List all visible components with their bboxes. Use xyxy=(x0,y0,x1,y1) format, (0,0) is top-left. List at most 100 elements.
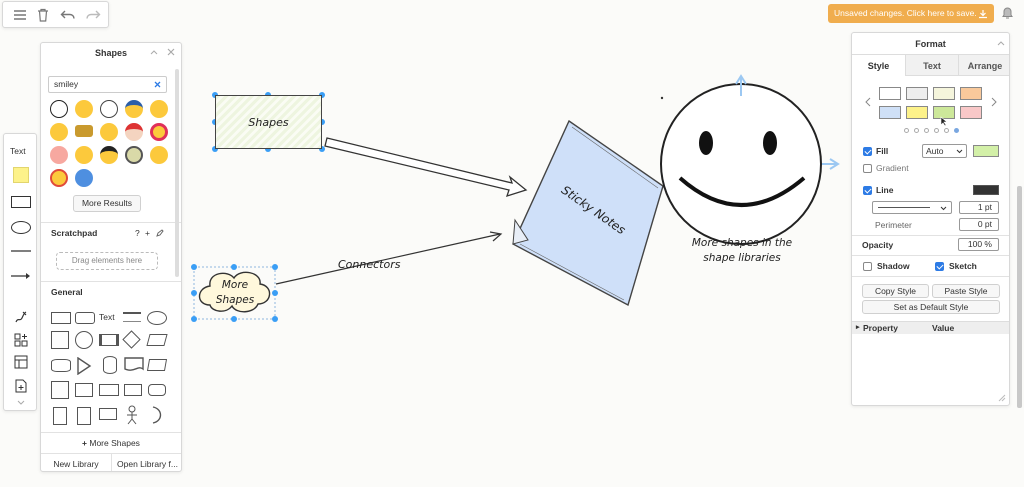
arrow-tool[interactable] xyxy=(10,272,32,280)
redo-icon[interactable] xyxy=(85,9,101,21)
opacity-input[interactable]: 100 % xyxy=(958,238,999,251)
perimeter-input[interactable]: 0 pt xyxy=(959,218,999,231)
internal-storage-shape[interactable] xyxy=(51,381,69,399)
cube-shape[interactable] xyxy=(75,383,93,397)
edit-icon[interactable] xyxy=(156,229,164,237)
collapse-icon[interactable] xyxy=(997,40,1005,46)
nerd-smiley-icon[interactable] xyxy=(125,146,143,164)
smiley-icon[interactable] xyxy=(150,146,168,164)
search-input[interactable]: smiley xyxy=(48,76,167,93)
tab-style[interactable]: Style xyxy=(852,54,906,76)
scratchpad-header[interactable]: Scratchpad ? + xyxy=(41,222,181,242)
scratchpad-add[interactable]: + xyxy=(145,228,150,238)
fill-select[interactable]: Auto xyxy=(922,144,967,158)
swatch-pink[interactable] xyxy=(960,106,982,119)
ellipse-shape[interactable] xyxy=(147,311,167,325)
party-icon[interactable] xyxy=(75,125,93,137)
rounded-rectangle-shape[interactable] xyxy=(75,312,95,324)
tab-text[interactable]: Text xyxy=(906,54,959,76)
rectangle-tool[interactable] xyxy=(11,196,31,208)
insert-page-icon[interactable] xyxy=(15,379,27,393)
resize-grip-icon[interactable] xyxy=(998,394,1006,402)
bell-icon[interactable] xyxy=(1002,7,1013,20)
process-shape[interactable] xyxy=(99,334,119,346)
sticky-note[interactable] xyxy=(512,119,664,307)
trash-icon[interactable] xyxy=(37,8,49,22)
add-shapes-icon[interactable] xyxy=(14,333,28,347)
connector-arrow[interactable] xyxy=(275,231,503,285)
swatch-gray[interactable] xyxy=(906,87,928,100)
card-shape[interactable] xyxy=(77,407,91,425)
fill-checkbox[interactable] xyxy=(863,147,872,156)
or-shape[interactable] xyxy=(150,406,164,424)
smiley-icon[interactable] xyxy=(75,146,93,164)
freehand-icon[interactable] xyxy=(14,310,28,324)
heart-eyes-icon[interactable] xyxy=(150,123,168,141)
chevron-right-icon[interactable] xyxy=(991,97,997,107)
card-shape[interactable] xyxy=(124,384,142,396)
collapse-icon[interactable] xyxy=(150,49,158,55)
block-arrow[interactable] xyxy=(324,137,528,198)
line-tool[interactable] xyxy=(10,247,32,255)
smiley-icon[interactable] xyxy=(50,100,68,118)
table-icon[interactable] xyxy=(14,355,28,369)
document-shape[interactable] xyxy=(124,357,144,373)
smiley-icon[interactable] xyxy=(100,100,118,118)
callout-shape[interactable] xyxy=(99,408,117,420)
menu-icon[interactable] xyxy=(13,9,27,21)
smiley-icon[interactable] xyxy=(75,100,93,118)
set-default-style-button[interactable]: Set as Default Style xyxy=(862,300,1000,314)
selection-arrows[interactable] xyxy=(735,74,840,170)
line-checkbox[interactable] xyxy=(863,186,872,195)
triangle-shape[interactable] xyxy=(76,357,92,375)
tab-arrange[interactable]: Arrange xyxy=(959,54,1009,76)
expand-icon[interactable]: ▸ xyxy=(856,324,860,331)
chevron-down-icon[interactable] xyxy=(17,400,25,406)
swatch-beige[interactable] xyxy=(933,87,955,100)
cool-smiley-icon[interactable] xyxy=(100,146,118,164)
line-color[interactable] xyxy=(973,185,999,195)
clear-search-icon[interactable] xyxy=(154,81,161,88)
circle-shape[interactable] xyxy=(75,331,93,349)
smiley-icon[interactable] xyxy=(100,123,118,141)
swatch-yellow[interactable] xyxy=(906,106,928,119)
close-icon[interactable] xyxy=(167,48,175,56)
page-dots[interactable] xyxy=(904,128,964,134)
paste-style-button[interactable]: Paste Style xyxy=(932,284,1000,298)
shapes-rectangle[interactable] xyxy=(215,95,322,149)
line-pattern-select[interactable] xyxy=(872,201,952,214)
smiley-icon[interactable] xyxy=(150,100,168,118)
textbox-shape[interactable] xyxy=(123,312,141,322)
undo-icon[interactable] xyxy=(60,9,76,21)
scratchpad-dropzone[interactable]: Drag elements here xyxy=(56,252,158,270)
shadow-checkbox[interactable] xyxy=(863,262,872,271)
unsaved-banner[interactable]: Unsaved changes. Click here to save. xyxy=(828,4,994,23)
more-shapes-button[interactable]: + More Shapes xyxy=(41,432,181,452)
step-shape[interactable] xyxy=(99,384,119,396)
swatch-green[interactable] xyxy=(933,106,955,119)
more-results-button[interactable]: More Results xyxy=(73,195,141,212)
sad-smiley-icon[interactable] xyxy=(75,169,93,187)
new-library-button[interactable]: New Library xyxy=(41,453,112,471)
copy-style-button[interactable]: Copy Style xyxy=(862,284,929,298)
smiley-face[interactable] xyxy=(660,83,822,245)
chevron-left-icon[interactable] xyxy=(865,97,871,107)
tape-shape[interactable] xyxy=(148,384,166,396)
general-header[interactable]: General xyxy=(41,281,181,301)
sketch-checkbox[interactable] xyxy=(935,262,944,271)
text-tool[interactable]: Text xyxy=(10,146,26,156)
cloud-shape[interactable] xyxy=(193,266,276,320)
swatch-orange[interactable] xyxy=(960,87,982,100)
square-shape[interactable] xyxy=(51,331,69,349)
gradient-checkbox[interactable] xyxy=(863,164,872,173)
open-library-button[interactable]: Open Library f... xyxy=(112,453,181,471)
line-width-input[interactable]: 1 pt xyxy=(959,201,999,214)
canvas-scrollbar[interactable] xyxy=(1017,186,1022,408)
cloud-handles[interactable] xyxy=(191,264,278,322)
sticky-note-tool[interactable] xyxy=(13,167,29,183)
swatch-blue[interactable] xyxy=(879,106,901,119)
ellipse-tool[interactable] xyxy=(11,221,31,234)
hexagon-shape[interactable] xyxy=(51,359,71,372)
sunglasses-smiley-icon[interactable] xyxy=(125,100,143,118)
actor-shape[interactable] xyxy=(125,405,139,425)
